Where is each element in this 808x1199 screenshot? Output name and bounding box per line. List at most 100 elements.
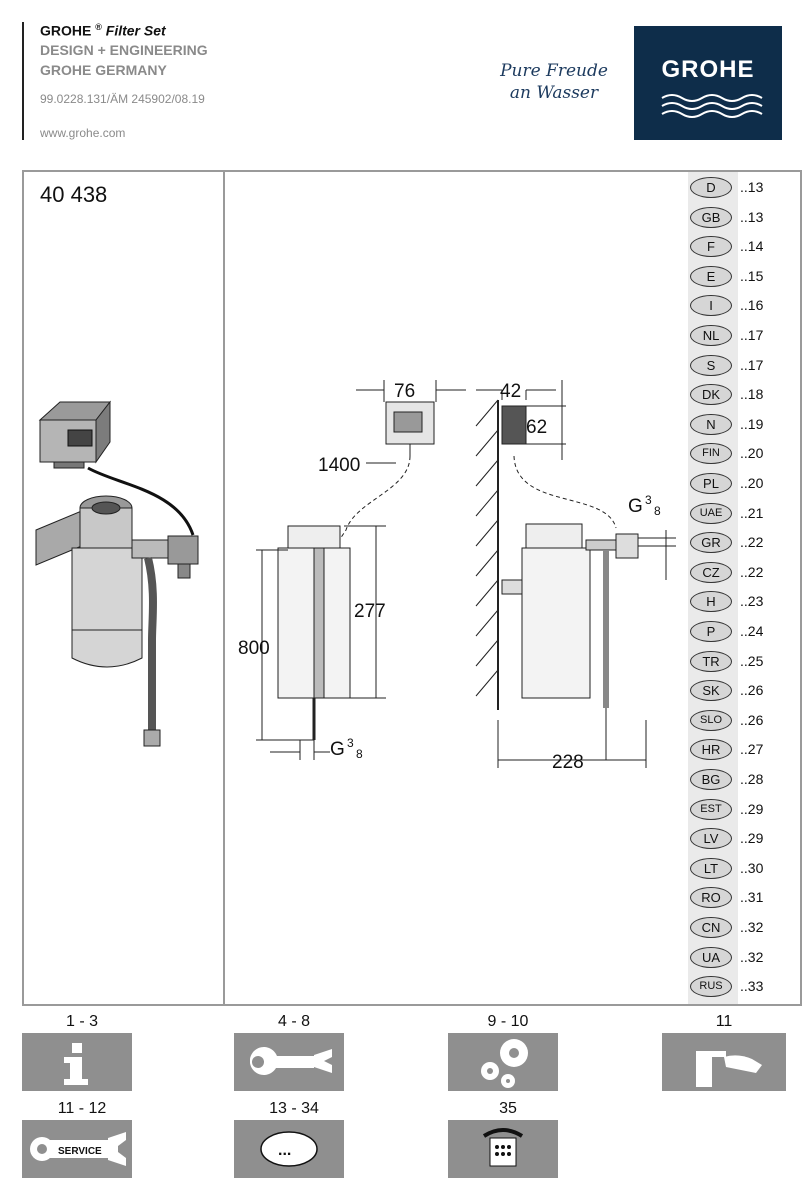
- language-row-p[interactable]: P ..24: [690, 619, 800, 645]
- language-code-badge: HR: [690, 739, 732, 761]
- section-tile-care[interactable]: [662, 1033, 786, 1091]
- language-row-lv[interactable]: LV ..29: [690, 826, 800, 852]
- product-illustration: [35, 400, 199, 747]
- dim-800: 800: [238, 638, 270, 659]
- language-page-ref: ..17: [740, 327, 764, 343]
- language-page-ref: ..20: [740, 445, 764, 462]
- section-tile-service[interactable]: SERVICE: [22, 1120, 132, 1178]
- section-tile-installation[interactable]: [234, 1033, 344, 1091]
- language-row-i[interactable]: I..16: [690, 293, 800, 319]
- language-code-badge: FIN: [690, 443, 732, 465]
- language-code-badge: H: [690, 591, 732, 613]
- slogan: Pure Freude an Wasser: [494, 60, 614, 104]
- language-row-rus[interactable]: RUS ..33: [690, 974, 800, 1000]
- language-row-ua[interactable]: UA..32: [690, 945, 800, 971]
- language-code-badge: F: [690, 236, 732, 258]
- info-icon: [64, 1043, 88, 1085]
- language-page-ref: ..14: [740, 238, 764, 255]
- header-rule: [22, 22, 24, 140]
- brand-name: GROHE: [40, 22, 92, 39]
- language-row-gb[interactable]: GB..13: [690, 205, 800, 231]
- language-page-ref: ..18: [740, 386, 764, 403]
- language-row-pl[interactable]: PL..20: [690, 471, 800, 497]
- language-row-lt[interactable]: LT ..30: [690, 856, 800, 882]
- language-row-uae[interactable]: UAE ..21: [690, 501, 800, 527]
- language-row-n[interactable]: N..19: [690, 412, 800, 438]
- language-row-sk[interactable]: SK..26: [690, 678, 800, 704]
- language-code-badge: CN: [690, 917, 732, 938]
- language-page-ref: ..22: [740, 563, 764, 580]
- language-code-badge: SLO: [690, 709, 732, 731]
- language-row-est[interactable]: EST..29: [690, 797, 800, 823]
- service-wrench-icon: SERVICE: [30, 1132, 126, 1166]
- language-row-bg[interactable]: BG ..28: [690, 767, 800, 793]
- dim-62: 62: [526, 417, 547, 438]
- language-code-badge: E: [690, 265, 732, 287]
- section-tile-function[interactable]: [448, 1033, 558, 1091]
- website-link[interactable]: www.grohe.com: [40, 126, 126, 140]
- language-page-ref: ..29: [740, 830, 764, 847]
- language-page-ref: ..24: [740, 623, 764, 639]
- language-row-h[interactable]: H ..23: [690, 589, 800, 615]
- header-brand-line: GROHE ® Filter Set: [40, 22, 166, 39]
- section-tile-contact[interactable]: [448, 1120, 558, 1178]
- section-label-1: 1 - 3: [65, 1013, 98, 1030]
- product-name: Filter Set: [105, 22, 166, 39]
- language-page-ref: ..21: [740, 504, 764, 521]
- language-page-ref: ..30: [740, 859, 764, 876]
- language-row-hr[interactable]: HR ..27: [690, 737, 800, 763]
- language-row-ro[interactable]: RO ..31: [690, 885, 800, 911]
- thread-left-den: 8: [356, 747, 363, 761]
- thread-left-g: G: [330, 739, 345, 760]
- frame-divider: [223, 170, 225, 1006]
- section-label-5: 11 - 12: [57, 1100, 107, 1117]
- language-row-cz[interactable]: CZ ..22: [690, 560, 800, 586]
- language-row-tr[interactable]: TR..25: [690, 649, 800, 675]
- language-page-ref: ..16: [740, 297, 764, 314]
- wrench-icon: [250, 1047, 332, 1075]
- document-reference: 99.0228.131/ÄM 245902/08.19: [40, 92, 205, 106]
- language-page-ref: ..27: [740, 741, 764, 758]
- section-tile-info[interactable]: [22, 1033, 132, 1091]
- language-page-ref: ..13: [740, 208, 764, 225]
- language-row-gr[interactable]: GR ..22: [690, 530, 800, 556]
- language-row-cn[interactable]: CN..32: [690, 915, 800, 941]
- language-code-badge: DK: [690, 384, 732, 406]
- slogan-line-1: Pure Freude: [500, 61, 608, 81]
- language-code-badge: RUS: [690, 976, 732, 998]
- language-page-ref: ..28: [740, 771, 764, 787]
- language-code-badge: BG: [690, 769, 732, 790]
- language-code-badge: EST: [690, 798, 732, 820]
- language-page-ref: ..23: [740, 593, 764, 610]
- section-tile-languages[interactable]: ...: [234, 1120, 344, 1178]
- language-code-badge: UAE: [690, 502, 732, 524]
- language-code-badge: CZ: [690, 561, 732, 583]
- language-code-badge: TR: [690, 650, 732, 672]
- language-row-e[interactable]: E..15: [690, 264, 800, 290]
- language-row-fin[interactable]: FIN ..20: [690, 441, 800, 467]
- slogan-line-2: an Wasser: [509, 83, 599, 103]
- language-code-badge: S: [690, 354, 732, 376]
- language-code-badge: PL: [690, 473, 732, 494]
- language-row-d[interactable]: D..13: [690, 175, 800, 201]
- language-row-nl[interactable]: NL ..17: [690, 323, 800, 349]
- language-page-ref: ..22: [740, 534, 764, 551]
- language-row-slo[interactable]: SLO..26: [690, 708, 800, 734]
- language-code-badge: GR: [690, 532, 732, 554]
- dim-76: 76: [394, 381, 415, 402]
- gears-icon: [481, 1039, 528, 1088]
- language-code-badge: NL: [690, 325, 732, 346]
- language-code-badge: LT: [690, 857, 732, 879]
- language-page-ref: ..31: [740, 889, 764, 906]
- language-row-dk[interactable]: DK ..18: [690, 382, 800, 408]
- thread-right-g: G: [628, 496, 643, 517]
- language-code-badge: RO: [690, 887, 732, 909]
- thread-left-num: 3: [347, 736, 354, 750]
- language-code-badge: LV: [690, 828, 732, 850]
- language-row-s[interactable]: S..17: [690, 353, 800, 379]
- language-row-f[interactable]: F ..14: [690, 234, 800, 260]
- thread-right-num: 3: [645, 493, 652, 507]
- language-page-ref: ..33: [740, 978, 764, 995]
- language-code-badge: P: [690, 621, 732, 642]
- header-country-line: GROHE GERMANY: [40, 62, 167, 78]
